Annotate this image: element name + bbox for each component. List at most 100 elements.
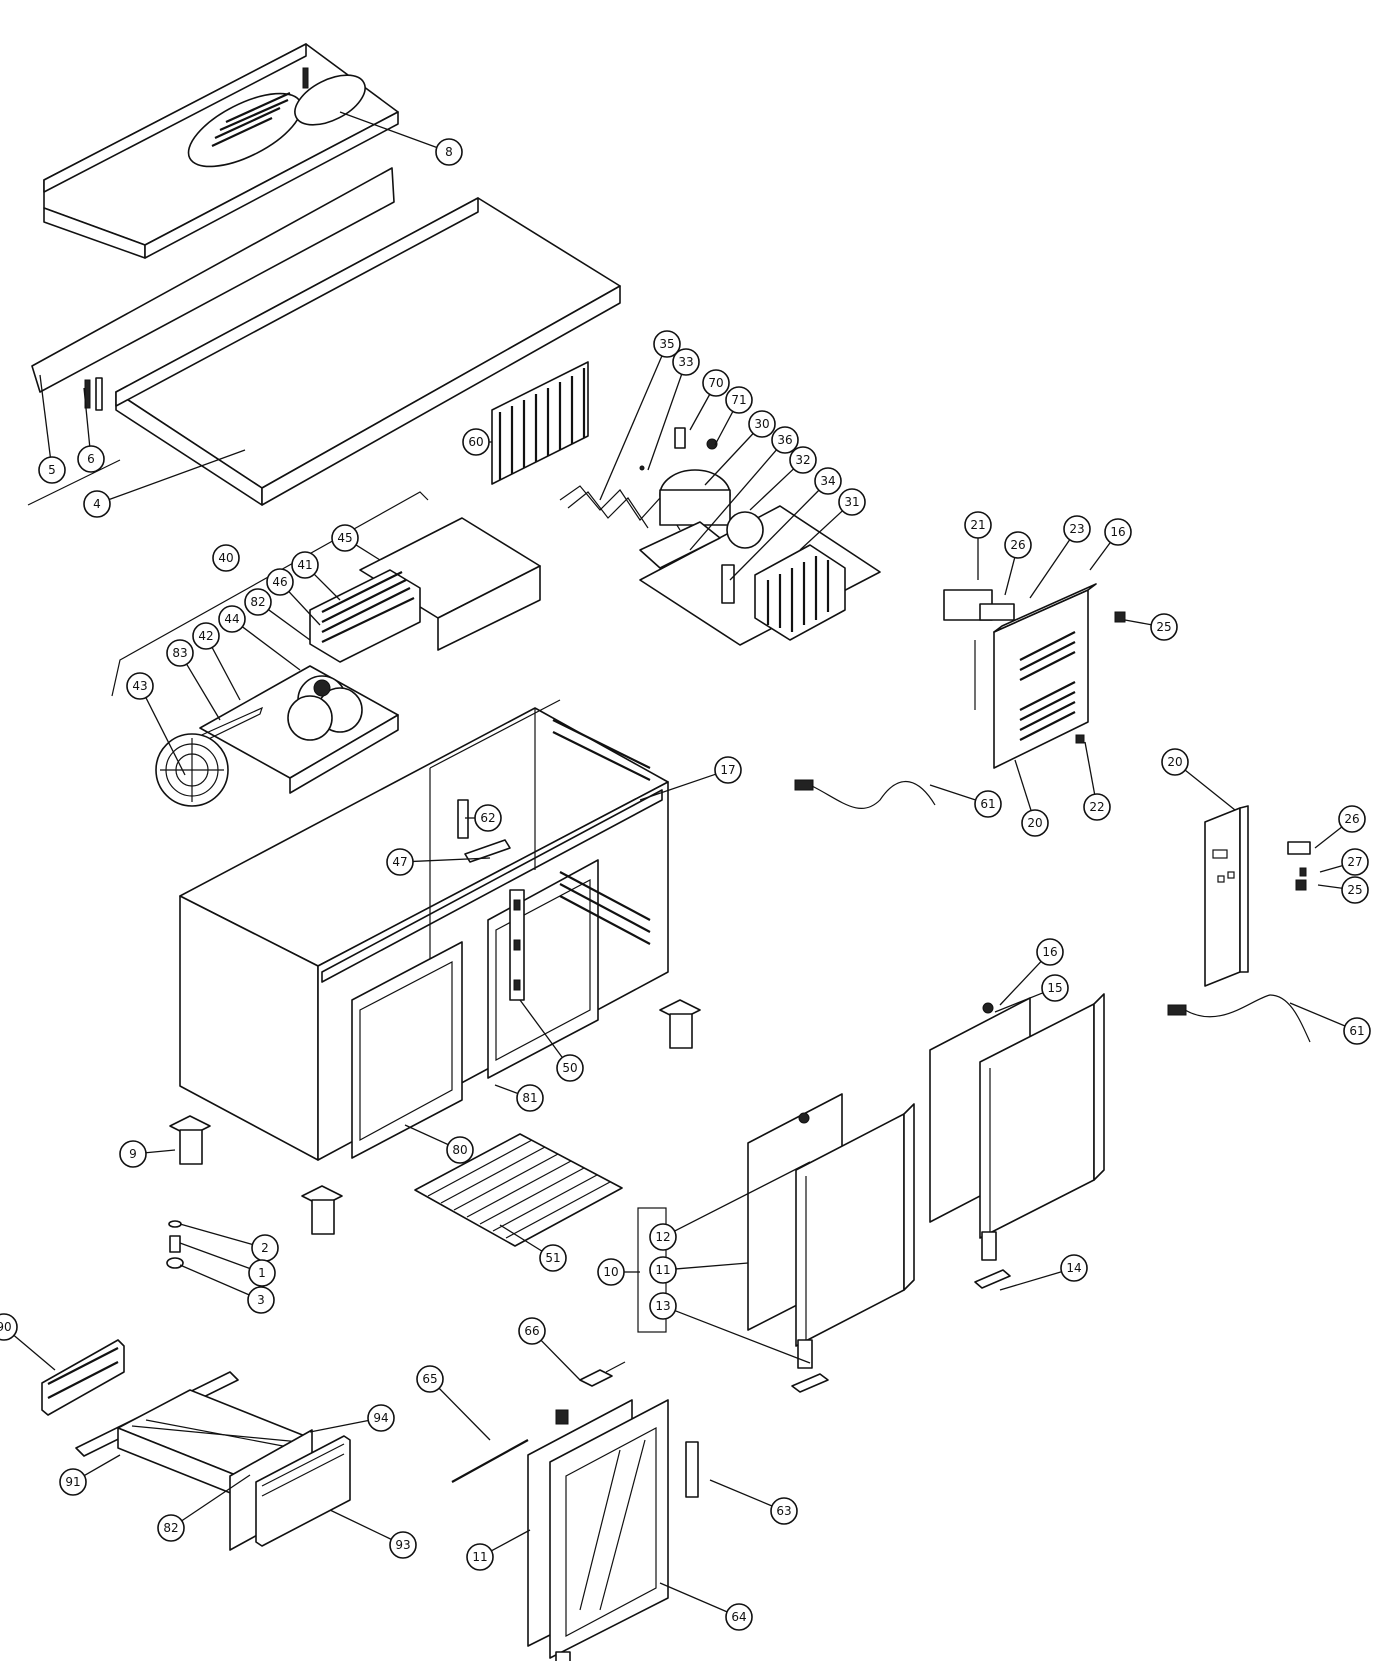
leader-line-65	[438, 1387, 491, 1441]
callout-circle	[466, 1543, 494, 1571]
shelf-rail-right	[559, 871, 651, 945]
callout-93: 93	[389, 1531, 417, 1559]
leader-line-50	[519, 999, 563, 1058]
leader-line-26	[1004, 557, 1016, 596]
leader-line-11	[491, 1529, 531, 1552]
callout-circle	[126, 672, 154, 700]
leader-line-70	[689, 394, 711, 431]
leader-line-41	[313, 573, 341, 601]
callout-82: 82	[157, 1514, 185, 1542]
callout-number: 91	[65, 1475, 80, 1489]
callout-circle	[331, 524, 359, 552]
leader-line-91	[83, 1454, 121, 1477]
leader-line-93	[329, 1509, 392, 1540]
callout-circle	[1343, 1017, 1371, 1045]
screw-stack	[166, 1220, 184, 1269]
leader-line-66	[540, 1339, 581, 1381]
callout-number: 9	[129, 1147, 137, 1161]
callout-number: 82	[250, 595, 265, 609]
callout-5: 5	[38, 456, 66, 484]
callout-circle	[416, 1365, 444, 1393]
callout-number: 25	[1156, 620, 1171, 634]
leader-line-4	[108, 449, 246, 501]
callout-21: 21	[964, 511, 992, 539]
callout-circle	[964, 511, 992, 539]
leader-line-34	[729, 489, 820, 581]
callout-number: 94	[373, 1411, 388, 1425]
callout-number: 21	[970, 518, 985, 532]
leader-line-45	[355, 544, 381, 561]
callout-circle	[266, 568, 294, 596]
callout-circle	[0, 1313, 18, 1341]
callout-32: 32	[789, 446, 817, 474]
callout-17: 17	[714, 756, 742, 784]
callout-number: 31	[844, 495, 859, 509]
callout-number: 42	[198, 629, 213, 643]
callout-14: 14	[1060, 1254, 1088, 1282]
callout-circle	[597, 1258, 625, 1286]
callout-35: 35	[653, 330, 681, 358]
leader-line-71	[714, 411, 734, 446]
callout-circle	[1338, 805, 1366, 833]
callout-circle	[446, 1136, 474, 1164]
callout-number: 8	[445, 145, 453, 159]
leader-line-23	[1029, 539, 1071, 599]
callout-36: 36	[771, 426, 799, 454]
leader-line-61	[1289, 1002, 1346, 1027]
callout-number: 70	[708, 376, 723, 390]
cabinet-feet	[169, 999, 701, 1235]
callout-circle	[725, 1603, 753, 1631]
callout-circle	[649, 1223, 677, 1251]
sink-drain-grid	[211, 91, 291, 147]
callout-number: 83	[172, 646, 187, 660]
callout-31: 31	[838, 488, 866, 516]
callout-number: 51	[545, 1251, 560, 1265]
thermostat-box	[579, 1361, 626, 1387]
callout-51: 51	[539, 1244, 567, 1272]
callout-16: 16	[1036, 938, 1064, 966]
callout-10: 10	[597, 1258, 625, 1286]
callout-number: 36	[777, 433, 792, 447]
callout-number: 4	[93, 497, 101, 511]
callout-circle	[1161, 748, 1189, 776]
callout-number: 26	[1010, 538, 1025, 552]
callout-circle	[725, 386, 753, 414]
callout-11: 11	[649, 1256, 677, 1284]
callout-11: 11	[466, 1543, 494, 1571]
callout-62: 62	[474, 804, 502, 832]
callout-circle	[1341, 848, 1369, 876]
heater-rod	[451, 1439, 529, 1483]
wire-shelf	[414, 1133, 623, 1247]
callout-number: 40	[218, 551, 233, 565]
callout-number: 45	[337, 531, 352, 545]
callout-circle	[119, 1140, 147, 1168]
callout-90: 90	[0, 1313, 18, 1341]
leader-line-51	[499, 1224, 543, 1252]
foot-left	[169, 1115, 211, 1165]
callout-number: 35	[659, 337, 674, 351]
callout-71: 71	[725, 386, 753, 414]
callout-circle	[518, 1317, 546, 1345]
callout-94: 94	[367, 1404, 395, 1432]
callout-number: 13	[655, 1299, 670, 1313]
callout-42: 42	[192, 622, 220, 650]
callout-number: 81	[522, 1091, 537, 1105]
leader-line-12	[674, 1161, 811, 1232]
callout-number: 80	[452, 1143, 467, 1157]
callout-circle	[1104, 518, 1132, 546]
leader-line-6	[83, 387, 91, 447]
callout-number: 14	[1066, 1261, 1081, 1275]
callout-40: 40	[212, 544, 240, 572]
callout-82: 82	[244, 588, 272, 616]
leader-line-20	[1184, 769, 1236, 811]
callout-63: 63	[770, 1497, 798, 1525]
leader-line-90	[13, 1334, 56, 1371]
control-panel-front	[943, 583, 1126, 769]
callout-number: 11	[655, 1263, 670, 1277]
ventilation-grille	[491, 361, 589, 485]
glass-door	[527, 1399, 699, 1661]
callout-22: 22	[1083, 793, 1111, 821]
callout-number: 65	[422, 1372, 437, 1386]
callout-number: 71	[731, 393, 746, 407]
